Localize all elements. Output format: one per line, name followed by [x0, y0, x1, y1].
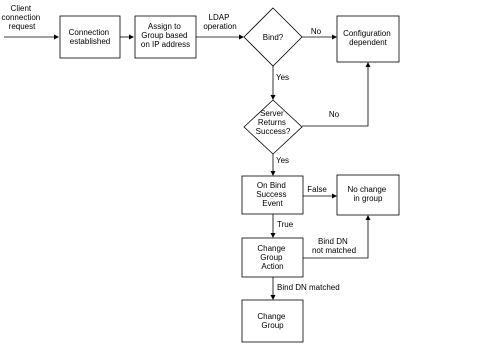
edge-server-no [302, 66, 369, 127]
edge-label-server-no: No [329, 110, 340, 119]
node-label: Change Group [257, 312, 287, 330]
node-bind-decision: Bind? [243, 7, 303, 67]
arrowhead [270, 233, 276, 238]
arrowhead [365, 62, 371, 67]
node-assign-group: Assign to Group based on IP address [134, 15, 197, 59]
edge-label-bind-dn-not-matched: Bind DN not matched [312, 237, 356, 255]
node-label: Bind? [263, 33, 284, 42]
edge-label-server-yes: Yes [276, 156, 289, 165]
node-label: Configuration dependent [343, 29, 393, 47]
arrowhead [129, 34, 134, 40]
node-label: Server Returns Success? [256, 109, 291, 136]
node-on-bind-success-event: On Bind Success Event [241, 175, 304, 215]
edge-label-ldap-operation: LDAP operation [203, 13, 236, 31]
node-label: Connection established [69, 28, 112, 46]
node-connection-established: Connection established [59, 15, 121, 59]
node-label: Assign to Group based on IP address [141, 22, 190, 49]
edge-labels: LDAP operation No Yes No Yes False True … [203, 13, 356, 292]
edge-label-bind-dn-matched: Bind DN matched [277, 283, 340, 292]
nodes: Client connection request Connection est… [2, 4, 400, 343]
arrowhead [270, 95, 276, 100]
arrowhead [270, 171, 276, 176]
node-configuration-dependent: Configuration dependent [336, 15, 400, 63]
arrowhead [54, 34, 59, 40]
edges [4, 34, 371, 300]
client-request-label: Client connection request [2, 4, 43, 31]
node-label: On Bind Success Event [256, 181, 288, 208]
node-change-group-action: Change Group Action [241, 237, 304, 278]
node-label: No change in group [348, 185, 389, 203]
edge-label-bind-no: No [311, 27, 322, 36]
node-server-returns-success: Server Returns Success? [243, 99, 303, 155]
arrowhead [332, 34, 337, 40]
arrowhead [270, 295, 276, 300]
edge-label-bind-yes: Yes [276, 73, 289, 82]
node-label: Change Group Action [257, 244, 287, 271]
arrowhead [239, 34, 244, 40]
edge-label-false: False [307, 185, 327, 194]
node-change-group: Change Group [241, 299, 304, 343]
arrowhead [332, 193, 337, 199]
node-no-change-in-group: No change in group [336, 174, 400, 216]
edge-label-true: True [277, 220, 294, 229]
arrowhead [365, 215, 371, 220]
edge-bind-dn-not-matched [303, 219, 369, 259]
